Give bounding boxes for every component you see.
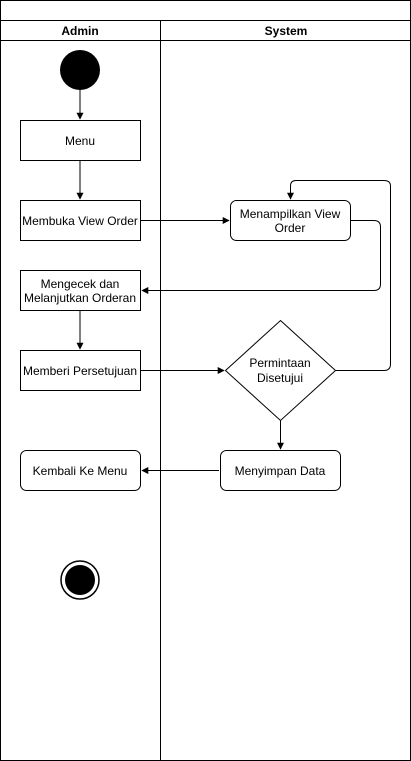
start-node (60, 50, 100, 90)
lane-header-system: System (265, 24, 308, 38)
decision-permintaan-disetujui (224, 319, 337, 422)
node-menampilkan-view-order-line2: Order (275, 221, 306, 235)
node-membuka-view-order (20, 200, 141, 241)
node-menyimpan-data (220, 450, 341, 491)
decision-line1: Permintaan (249, 356, 310, 370)
edge-menampilkan-to-mengecek (141, 220, 381, 294)
node-menu-label: Menu (65, 134, 95, 148)
edge-decision-loop-to-menampilkan (287, 180, 391, 371)
decision-line2: Disetujui (257, 371, 303, 385)
lane-header-admin: Admin (61, 24, 98, 38)
node-mengecek-dan-melanjutkan (20, 270, 141, 311)
node-mengecek-line2: Melanjutkan Orderan (24, 291, 136, 305)
node-kembali-ke-menu (20, 450, 141, 491)
node-memberi-persetujuan (20, 350, 141, 391)
node-menampilkan-view-order-line1: Menampilkan View (240, 207, 341, 221)
node-memberi-persetujuan-label: Memberi Persetujuan (23, 364, 137, 378)
node-mengecek-line1: Mengecek dan (41, 277, 120, 291)
node-menyimpan-data-label: Menyimpan Data (235, 464, 326, 478)
node-membuka-view-order-label: Membuka View Order (22, 214, 138, 228)
node-menampilkan-view-order (230, 200, 351, 241)
node-menu (20, 120, 141, 161)
node-kembali-ke-menu-label: Kembali Ke Menu (33, 464, 128, 478)
end-node-inner (65, 565, 95, 595)
